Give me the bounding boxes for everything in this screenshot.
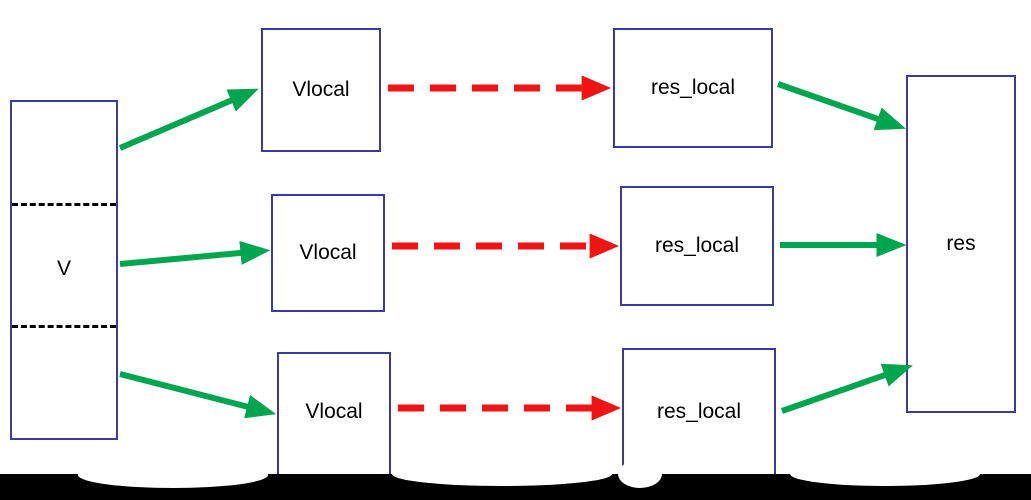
vlocal-box-2: Vlocal xyxy=(271,194,385,312)
output-block-res: res xyxy=(906,75,1016,413)
output-block-label: res xyxy=(946,232,976,255)
input-block-v: V xyxy=(10,100,118,440)
input-divider-2 xyxy=(12,325,116,328)
strip-notch-3 xyxy=(618,460,662,488)
input-divider-1 xyxy=(12,203,116,206)
strip-notch-4 xyxy=(790,462,980,486)
vlocal-label-3: Vlocal xyxy=(305,400,363,423)
gather-arrow-3 xyxy=(781,363,913,414)
split-arrow-3 xyxy=(119,371,277,419)
strip-notch-1 xyxy=(78,462,268,488)
vlocal-label-2: Vlocal xyxy=(299,241,357,264)
res-local-label-2: res_local xyxy=(654,234,740,257)
split-arrow-2 xyxy=(119,241,271,267)
vlocal-box-3: Vlocal xyxy=(277,352,391,490)
res-local-label-1: res_local xyxy=(650,76,736,99)
input-block-label: V xyxy=(56,257,71,280)
res-local-box-1: res_local xyxy=(613,28,773,148)
gather-arrow-1 xyxy=(777,81,906,131)
split-arrow-1 xyxy=(118,88,259,151)
vlocal-label-1: Vlocal xyxy=(292,78,350,101)
res-local-box-2: res_local xyxy=(620,186,774,306)
strip-notch-2 xyxy=(392,462,612,486)
res-local-label-3: res_local xyxy=(656,400,742,423)
vlocal-box-1: Vlocal xyxy=(261,28,381,152)
